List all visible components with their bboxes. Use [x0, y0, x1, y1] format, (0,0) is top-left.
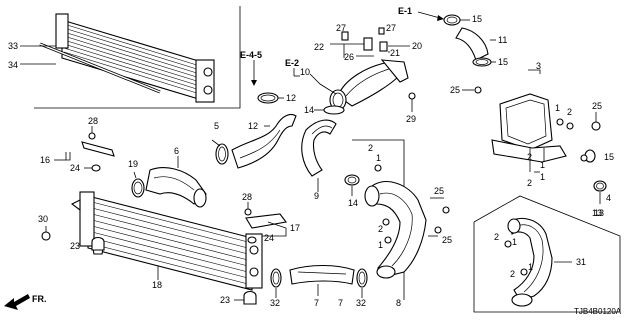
callout: 7	[314, 298, 319, 308]
callout: 22	[314, 42, 324, 52]
callout: 4	[606, 193, 611, 203]
callout: 9	[314, 191, 319, 201]
callout: 23	[70, 241, 80, 251]
callout: 3	[536, 61, 541, 71]
callout: 1	[378, 240, 383, 250]
callout: 34	[8, 60, 18, 70]
callout: 29	[406, 114, 416, 124]
callout: 2	[510, 269, 515, 279]
hose-9	[301, 119, 337, 177]
callout: 2	[527, 152, 532, 162]
diagram-code: TJB4B0120A	[574, 307, 622, 316]
callout: 14	[348, 198, 358, 208]
callout: 17	[290, 223, 300, 233]
callout: 2	[567, 107, 572, 117]
callout: 13	[592, 208, 602, 218]
ref-e1[interactable]: E-1	[398, 6, 412, 16]
inset-frame	[34, 6, 241, 109]
front-label: FR.	[32, 294, 47, 304]
intercooler-upper	[55, 13, 215, 103]
callout: 12	[286, 93, 296, 103]
callout: 25	[442, 235, 452, 245]
callout: 30	[38, 214, 48, 224]
ref-e45[interactable]: E-4-5	[240, 50, 262, 60]
callout: 6	[174, 146, 179, 156]
callout: 7	[338, 298, 343, 308]
callout: 1	[540, 160, 545, 170]
callout: 1	[512, 237, 517, 247]
callout: 2	[368, 143, 373, 153]
callout: 1	[540, 172, 545, 182]
intercooler-18	[79, 191, 263, 291]
callout: 1	[555, 103, 560, 113]
callout: 11	[498, 35, 507, 45]
front-arrow	[4, 294, 30, 310]
callout: 13	[594, 208, 604, 218]
callout: 24	[70, 163, 80, 173]
detail-frame	[473, 195, 621, 313]
callout: 21	[390, 48, 400, 58]
callout: 25	[434, 186, 444, 196]
callout: 2	[378, 224, 383, 234]
inlet-duct-6	[145, 167, 207, 208]
callout: 32	[356, 298, 366, 308]
callout: 15	[498, 57, 508, 67]
callout: 28	[242, 192, 252, 202]
duct-31	[507, 217, 553, 307]
callout: 18	[152, 280, 162, 290]
callout: 25	[450, 85, 460, 95]
callout: 14	[304, 105, 314, 115]
callout: 27	[386, 23, 396, 33]
callout: 19	[128, 159, 138, 169]
callout: 31	[576, 257, 586, 267]
inset-strip	[39, 42, 161, 94]
callout: 25	[592, 101, 602, 111]
callout: 16	[40, 155, 50, 165]
callout: 10	[300, 67, 310, 77]
hose-7	[289, 265, 355, 285]
duct-8	[364, 181, 427, 279]
callout: 23	[220, 295, 230, 305]
callout: 1	[528, 262, 533, 272]
callout: 1	[376, 153, 381, 163]
callout: 15	[604, 152, 614, 162]
resonator-box	[491, 93, 574, 163]
callout: 33	[8, 41, 18, 51]
callout: 8	[396, 298, 401, 308]
hose-5	[231, 113, 297, 169]
intake-chamber	[329, 59, 409, 111]
callout: 2	[527, 178, 532, 188]
callout: 15	[472, 14, 482, 24]
callout: 12	[248, 121, 258, 131]
callout: 32	[270, 298, 280, 308]
callout: 5	[214, 121, 219, 131]
callout: 24	[264, 233, 274, 243]
callout: 2	[494, 232, 499, 242]
callout: 27	[336, 23, 346, 33]
callout: 20	[412, 41, 422, 51]
callout: 26	[344, 52, 354, 62]
callout: 28	[88, 116, 98, 126]
ref-e2[interactable]: E-2	[285, 58, 299, 68]
